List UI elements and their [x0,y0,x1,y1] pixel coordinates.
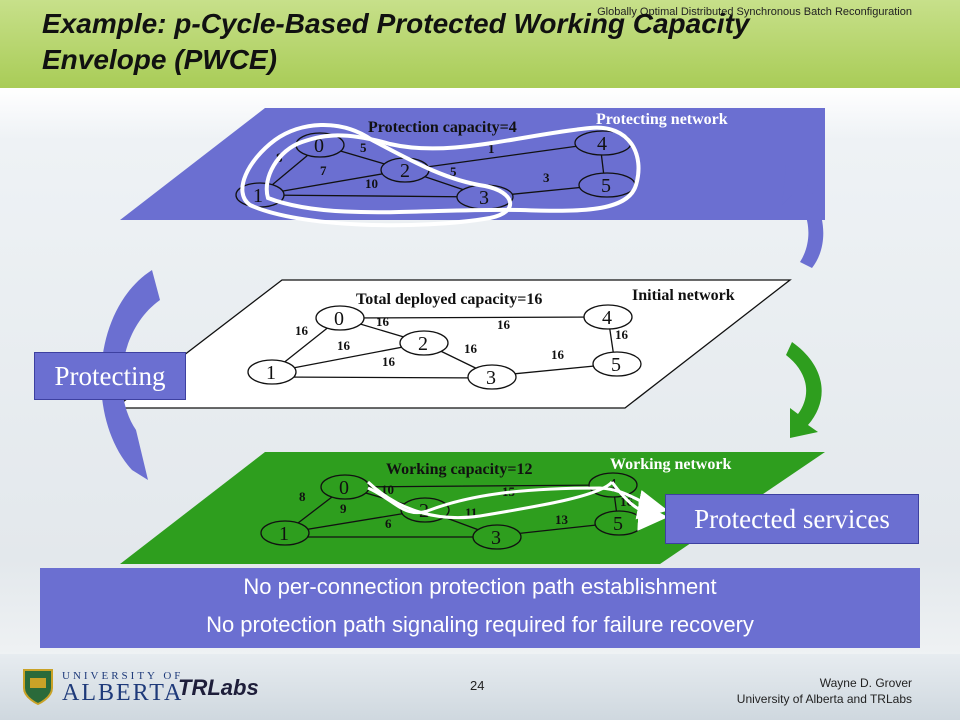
initial-nodes [247,304,642,390]
header-band [0,0,960,88]
footer-band: No per-connection protection path establ… [40,568,920,648]
working-node-3: 3 [491,527,501,549]
working-node-0: 0 [339,477,349,499]
protecting-node-0: 0 [314,135,324,157]
initial-node-2: 2 [418,333,428,355]
title-line-1: Example: p-Cycle-Based Protected Working… [42,8,750,39]
slide-title: Example: p-Cycle-Based Protected Working… [42,6,902,78]
protected-services-callout: Protected services [665,494,919,544]
working-edge-label: 8 [299,489,306,504]
protecting-edge-label: 1 [488,141,495,156]
initial-edge-label: 16 [376,314,390,329]
working-network-title: Working network [610,456,731,473]
page-number: 24 [470,678,485,693]
working-edge-label: 6 [385,516,392,531]
initial-node-4: 4 [602,307,612,329]
protecting-node-1: 1 [253,185,263,207]
working-edge-label: 10 [381,482,394,497]
initial-edge-label: 16 [337,338,351,353]
working-capacity-caption: Working capacity=12 [386,461,532,478]
protecting-curved-arrow [100,270,160,480]
university-crest-icon [23,669,53,706]
protecting-callout: Protecting [34,352,186,400]
initial-edge-label: 16 [497,317,511,332]
right-green-arrow [786,342,822,438]
total-capacity-caption: Total deployed capacity=16 [356,291,542,308]
right-blue-arrow [782,165,824,268]
header-subtitle: Globally Optimal Distributed Synchronous… [597,6,912,18]
initial-node-3: 3 [486,367,496,389]
initial-edge-label: 16 [295,323,309,338]
service-path [367,486,668,520]
university-label-top: UNIVERSITY OF [62,670,184,682]
university-label-main: ALBERTA [62,680,184,706]
footer-line-2: No protection path signaling required fo… [206,612,754,637]
initial-edge-label: 16 [551,347,565,362]
bottom-bar [0,654,960,720]
p-cycle-loop [264,125,641,215]
protecting-node-4: 4 [597,133,607,155]
protecting-node-5: 5 [601,175,611,197]
author-affiliation: University of Alberta and TRLabs [736,692,912,706]
initial-edge-label: 16 [464,341,478,356]
working-edge-label: 13 [555,512,569,527]
service-path [366,480,665,518]
protecting-node-2: 2 [400,160,410,182]
working-edge-label: 9 [340,501,347,516]
initial-node-1: 1 [266,362,276,384]
initial-node-5: 5 [611,354,621,376]
protecting-edge-label: 3 [543,170,550,185]
trlabs-logo: TRLabs [178,675,259,700]
protecting-node-3: 3 [479,187,489,209]
protecting-capacity-caption: Protection capacity=4 [368,119,517,136]
title-line-2: Envelope (PWCE) [42,44,277,75]
protecting-edge-label: 5 [450,164,457,179]
initial-edge-label: 16 [382,354,396,369]
protecting-edge-label: 5 [360,140,367,155]
protecting-edge-label: 7 [320,163,327,178]
working-node-4: 4 [607,475,617,497]
author-name: Wayne D. Grover [819,676,912,690]
working-node-5: 5 [613,513,623,535]
protecting-network-plane [120,108,825,220]
working-nodes [260,472,644,550]
initial-edge-label: 16 [615,327,629,342]
footer-line-1: No per-connection protection path establ… [243,574,717,599]
working-node-1: 1 [279,523,289,545]
initial-node-0: 0 [334,308,344,330]
protecting-edge-label: 10 [365,176,378,191]
author-block: Wayne D. Grover University of Alberta an… [737,675,912,707]
initial-network-title: Initial network [632,287,735,304]
p-cycle-loop [240,122,512,228]
protecting-network-title: Protecting network [596,111,728,128]
